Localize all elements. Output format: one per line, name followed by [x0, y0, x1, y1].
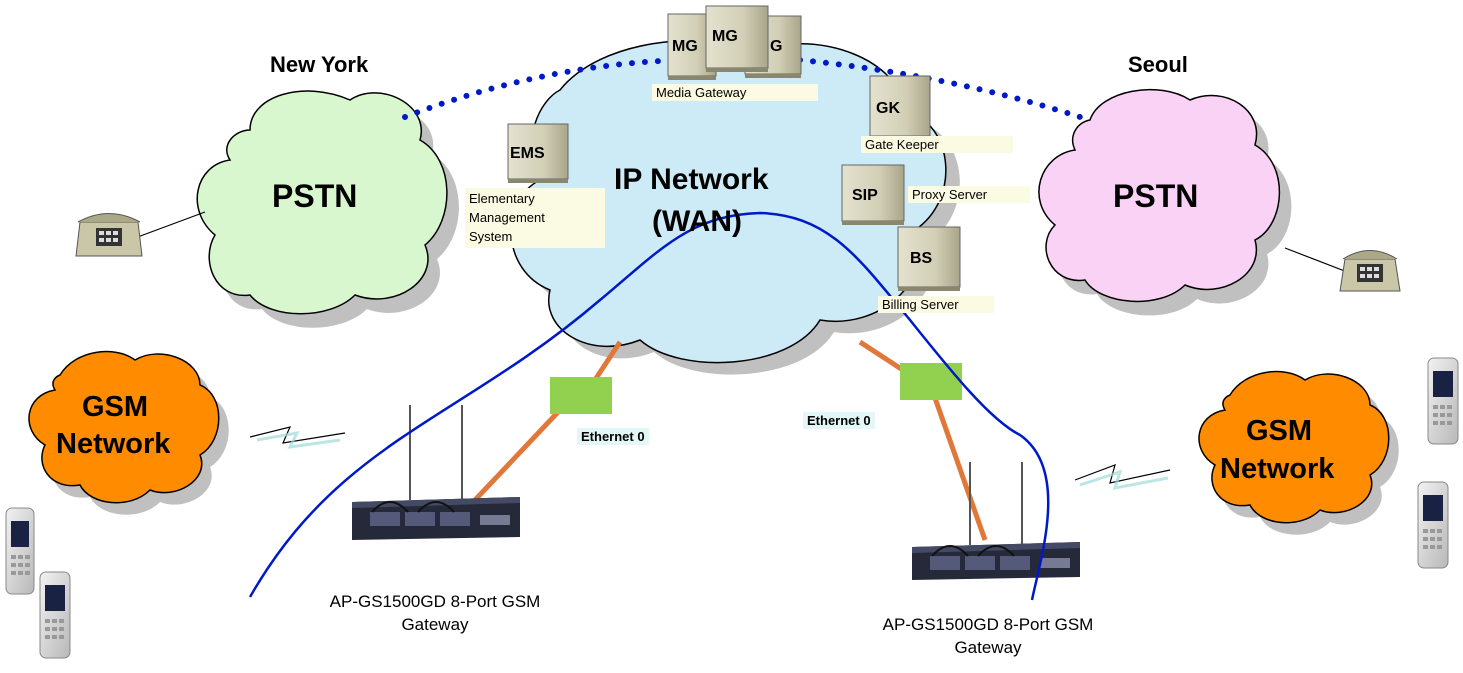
city-label-seoul: Seoul [1128, 52, 1188, 77]
ems-caption: Elementary Management System [465, 188, 605, 248]
switch-right [900, 363, 962, 400]
sip-proxy-server [841, 164, 905, 225]
gate-keeper-caption: Gate Keeper [861, 136, 1013, 153]
ems-caption-line3: System [469, 229, 513, 244]
gsm-link-right-shadow [1079, 469, 1169, 490]
gatekeeper-server [869, 75, 931, 140]
gateway-caption-left-line1: AP-GS1500GD 8-Port GSM [329, 592, 541, 611]
mobile-phone-icon-4 [1417, 481, 1449, 569]
dotted-link-ny [402, 57, 683, 120]
ethernet-link-right-lower [932, 397, 988, 541]
ethernet-link-left-lower [473, 408, 562, 502]
bs-tag: BS [910, 250, 933, 267]
gsm-gateway-device-right [912, 462, 1080, 580]
gsm-label-left-line2: Network [56, 428, 171, 460]
switch-left [550, 377, 612, 414]
gateway-caption-left: AP-GS1500GD 8-Port GSM Gateway [290, 590, 580, 636]
gateway-caption-right: AP-GS1500GD 8-Port GSM Gateway [843, 613, 1133, 659]
gsm-label-right-line1: GSM [1246, 415, 1313, 447]
ems-caption-line2: Management [469, 210, 545, 225]
media-gateway-caption: Media Gateway [652, 84, 818, 101]
gsm-gateway-device-left [352, 405, 520, 540]
sip-tag: SIP [852, 187, 878, 204]
gsm-label-right-line2: Network [1220, 453, 1335, 485]
ethernet-label-right: Ethernet 0 [803, 412, 875, 429]
ip-network-label: IP Network [614, 163, 769, 196]
pstn-label-right: PSTN [1113, 178, 1199, 214]
dotted-link-seoul [797, 57, 1083, 120]
gateway-caption-left-line2: Gateway [401, 615, 469, 634]
mobile-phone-icon-3 [1427, 357, 1459, 445]
ems-tag: EMS [510, 145, 545, 162]
mg-tag-2: MG [712, 28, 738, 45]
ems-caption-line1: Elementary [469, 191, 535, 206]
billing-server [897, 226, 961, 291]
mg-tag-3: G [770, 38, 783, 55]
call-path-line [248, 211, 1050, 601]
billing-server-caption: Billing Server [878, 296, 994, 313]
media-gateway-server-2 [705, 5, 769, 72]
mobile-phone-icon-2 [39, 571, 71, 659]
pstn-label-left: PSTN [272, 178, 358, 214]
pstn-cloud-right [1038, 88, 1281, 303]
city-label-new-york: New York [270, 52, 369, 77]
phone-icon-left [75, 213, 143, 257]
proxy-server-caption: Proxy Server [908, 186, 1030, 203]
ethernet-label-left: Ethernet 0 [577, 428, 649, 445]
mg-tag-1: MG [672, 38, 698, 55]
gateway-caption-right-line1: AP-GS1500GD 8-Port GSM [882, 615, 1094, 634]
gsm-link-left-shadow [256, 431, 341, 449]
phone-icon-right [1339, 250, 1401, 292]
mobile-phone-icon-1 [5, 507, 35, 595]
gsm-cloud-right [1198, 370, 1390, 524]
gsm-cloud-left [28, 350, 220, 504]
pstn-cloud-left [196, 90, 448, 315]
gateway-caption-right-line2: Gateway [954, 638, 1022, 657]
ems-server [507, 123, 569, 183]
gk-tag: GK [876, 100, 900, 117]
phone-link-left [134, 211, 206, 239]
gsm-label-left-line1: GSM [82, 391, 149, 423]
wan-label: (WAN) [652, 205, 742, 238]
